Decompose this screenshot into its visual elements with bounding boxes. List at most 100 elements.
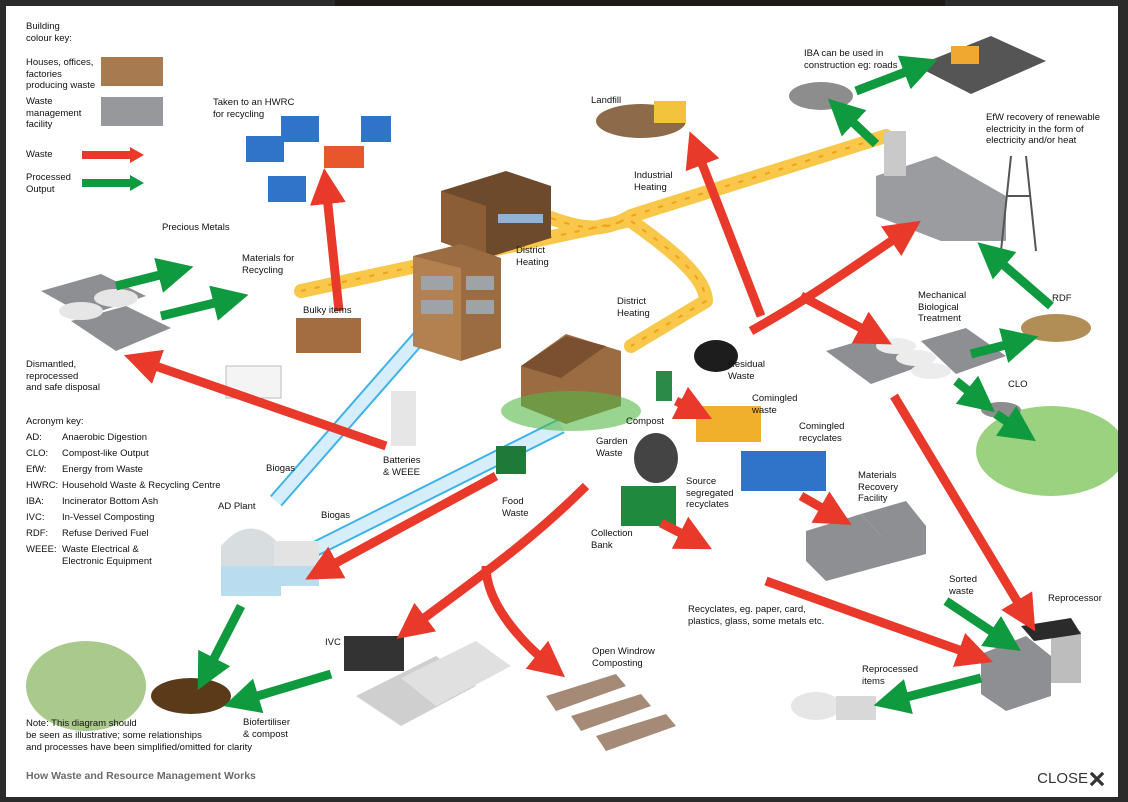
acronym-row: AD:Anaerobic Digestion bbox=[26, 432, 148, 443]
landfill-scene bbox=[596, 101, 686, 138]
label-food-waste: Food Waste bbox=[502, 496, 529, 519]
label-iba-roads: IBA can be used in construction eg: road… bbox=[804, 48, 898, 71]
label-garden-waste: Garden Waste bbox=[596, 436, 628, 459]
label-residual-waste: Residual Waste bbox=[728, 359, 765, 382]
label-open-windrow: Open Windrow Composting bbox=[592, 646, 655, 669]
label-recyclates-examples: Recyclates, eg. paper, card, plastics, g… bbox=[688, 604, 825, 627]
label-district-heating-2: District Heating bbox=[617, 296, 650, 319]
acronym-key: Acronym key: AD:Anaerobic Digestion CLO:… bbox=[26, 414, 221, 568]
label-comingled-waste: Comingled waste bbox=[752, 393, 798, 416]
acronym-row: CLO:Compost-like Output bbox=[26, 448, 149, 459]
building-key-label-producer: Houses, offices, factories producing was… bbox=[26, 57, 96, 91]
label-biogas-2: Biogas bbox=[321, 510, 351, 521]
arrow-residual-to-efw bbox=[748, 220, 921, 335]
arrow-to-materials bbox=[159, 285, 249, 321]
mrf-facility bbox=[806, 501, 926, 581]
label-comingled-recyclates: Comingled recyclates bbox=[799, 421, 845, 444]
arrow-comingled-to-mrf bbox=[798, 491, 852, 525]
acronym-row: EfW:Energy from Waste bbox=[26, 464, 143, 475]
arrow-mbt-to-rdf bbox=[969, 328, 1039, 363]
label-source-segregated: Source segregated recyclates bbox=[686, 476, 734, 510]
arrow-reprocessor-to-items bbox=[873, 673, 983, 714]
dismantling-facility bbox=[41, 274, 171, 351]
label-mrf: Materials Recovery Facility bbox=[858, 470, 899, 504]
label-ad-plant: AD Plant bbox=[218, 501, 256, 512]
label-mbt: Mechanical Biological Treatment bbox=[918, 290, 967, 324]
arrow-iba-to-roads bbox=[854, 55, 938, 96]
output-arrow-key-icon bbox=[82, 175, 144, 191]
efw-plant bbox=[876, 131, 1037, 252]
arrow-to-precious-metals bbox=[114, 257, 194, 293]
arrow-sorted-to-reprocessor bbox=[943, 597, 1021, 651]
arrow-ad-to-biofertiliser bbox=[197, 603, 246, 691]
arrow-food-to-ad bbox=[305, 472, 499, 580]
close-label: CLOSE bbox=[1037, 770, 1088, 787]
disclaimer-note: Note: This diagram should be seen as ill… bbox=[26, 718, 253, 753]
arrow-recyclates-to-reprocessor bbox=[764, 576, 993, 667]
background-image-strip bbox=[335, 0, 945, 7]
label-district-heating-1: District Heating bbox=[516, 245, 549, 268]
label-clo: CLO bbox=[1008, 379, 1028, 390]
arrow-collection-to-recyclates bbox=[658, 516, 713, 550]
label-dismantled: Dismantled, reprocessed and safe disposa… bbox=[26, 359, 100, 393]
ivc-facility bbox=[344, 636, 511, 726]
arrow-garden-to-windrow bbox=[481, 565, 566, 678]
close-icon bbox=[1090, 771, 1104, 786]
label-biogas-1: Biogas bbox=[266, 463, 296, 474]
producer-colour-swatch bbox=[101, 57, 163, 86]
label-biofertiliser: Biofertiliser & compost bbox=[243, 717, 290, 740]
output-arrows bbox=[114, 55, 1054, 714]
acronym-row: WEEE:Waste Electrical & Electronic Equip… bbox=[26, 544, 152, 567]
arrow-mbt-to-clo bbox=[953, 375, 996, 413]
acronym-row: RDF:Refuse Derived Fuel bbox=[26, 528, 149, 539]
label-efw-recovery: EfW recovery of renewable electricity in… bbox=[986, 112, 1101, 146]
arrow-residual-to-mbt bbox=[798, 292, 892, 345]
arrow-garden-to-ivc bbox=[396, 482, 590, 639]
diagram-title: How Waste and Resource Management Works bbox=[26, 770, 256, 782]
label-reprocessed-items: Reprocessed items bbox=[862, 664, 918, 687]
label-rdf: RDF bbox=[1052, 293, 1072, 304]
acronym-key-title: Acronym key: bbox=[26, 416, 84, 427]
label-landfill: Landfill bbox=[591, 95, 622, 106]
diagram-illustration bbox=[26, 36, 1118, 751]
label-hwrc: Taken to an HWRC for recycling bbox=[213, 97, 295, 120]
arrow-key-waste-label: Waste bbox=[26, 149, 53, 160]
waste-arrow-key-icon bbox=[82, 147, 144, 163]
arrow-weee-to-dismantling bbox=[123, 349, 388, 451]
label-reprocessor: Reprocessor bbox=[1048, 593, 1102, 604]
building-key-label-facility: Waste management facility bbox=[26, 96, 82, 130]
label-compost: Compost bbox=[626, 416, 665, 427]
arrow-mbt-to-reprocessor bbox=[890, 393, 1036, 632]
heat-pipes bbox=[294, 129, 893, 353]
open-windrow bbox=[546, 674, 676, 751]
house-building bbox=[501, 334, 641, 431]
building-key-title: Building colour key: bbox=[26, 21, 72, 44]
acronym-row: IBA:Incinerator Bottom Ash bbox=[26, 496, 159, 507]
arrow-ivc-to-biofertiliser bbox=[223, 669, 333, 714]
label-precious-metals: Precious Metals bbox=[162, 222, 230, 233]
district-heating-pipe-2 bbox=[624, 214, 713, 353]
label-industrial-heating: Industrial Heating bbox=[634, 170, 673, 193]
label-sorted-waste: Sorted waste bbox=[949, 574, 977, 597]
acronym-row: IVC:In-Vessel Composting bbox=[26, 512, 155, 523]
arrow-key-output-label: Processed Output bbox=[26, 172, 71, 195]
hwrc-containers bbox=[246, 116, 391, 202]
waste-arrows bbox=[123, 131, 1036, 678]
office-building bbox=[413, 244, 501, 361]
close-button[interactable]: CLOSE bbox=[1037, 770, 1104, 787]
arrow-bulky-to-hwrc bbox=[309, 168, 346, 312]
label-materials-for-recycling: Materials for Recycling bbox=[242, 253, 295, 276]
arrow-bin-to-truck bbox=[671, 386, 713, 420]
diagram-modal: Building colour key: Houses, offices, fa… bbox=[6, 6, 1118, 797]
arrow-rdf-to-efw bbox=[977, 242, 1054, 310]
arrow-clo-to-land bbox=[993, 405, 1036, 442]
facility-colour-swatch bbox=[101, 97, 163, 126]
factory-building bbox=[441, 171, 551, 258]
acronym-row: HWRC:Household Waste & Recycling Centre bbox=[26, 480, 221, 491]
ad-plant bbox=[221, 528, 319, 596]
label-batteries-weee: Batteries & WEEE bbox=[383, 455, 421, 478]
arrow-residual-to-landfill bbox=[685, 131, 766, 318]
label-ivc: IVC bbox=[325, 637, 341, 648]
label-collection-bank: Collection Bank bbox=[591, 528, 633, 551]
reprocessor-facility bbox=[981, 618, 1081, 711]
